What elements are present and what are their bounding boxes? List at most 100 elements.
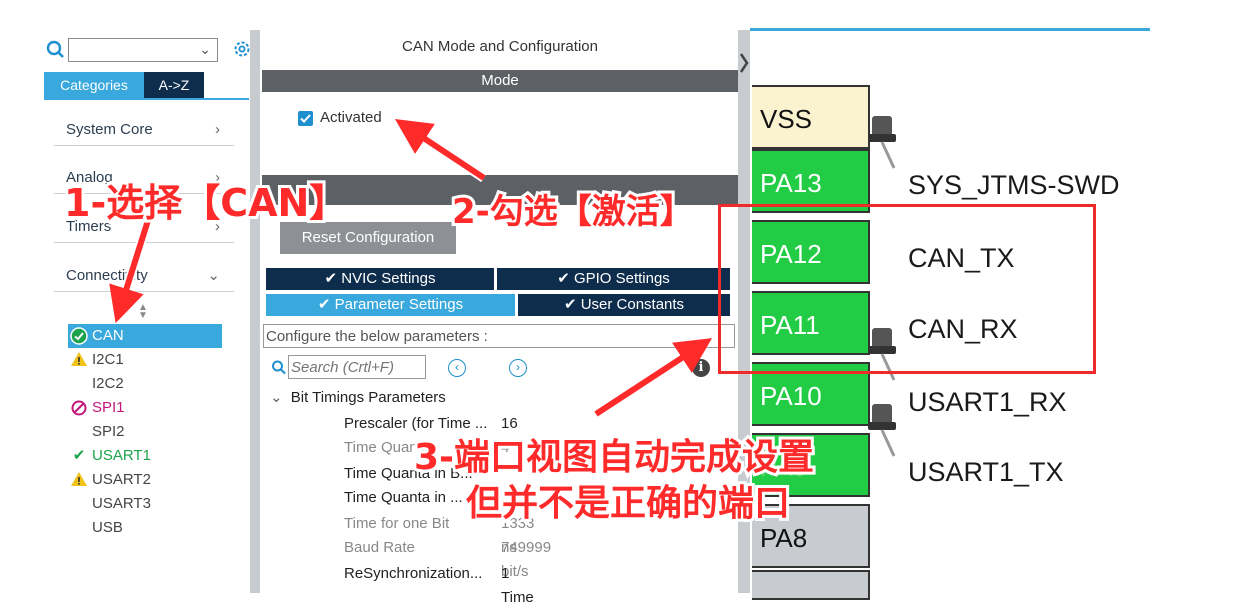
reset-configuration-button[interactable]: Reset Configuration <box>280 222 456 254</box>
list-item-spi2[interactable]: SPI2 <box>68 420 222 444</box>
tab-categories[interactable]: Categories <box>44 72 144 98</box>
signal-label: SYS_JTMS-SWD <box>908 170 1120 200</box>
annotation-step1: 1-选择【CAN】 <box>61 178 350 228</box>
param-value: 4 <box>501 439 510 456</box>
param-name: Baud Rate <box>344 539 415 556</box>
pin-label: PA8 <box>760 523 808 553</box>
param-row[interactable]: ReSynchronization... 1 Time <box>344 562 534 606</box>
section-label: Analog <box>66 169 113 186</box>
pin-next[interactable] <box>752 570 870 600</box>
param-value: 749999 bit/s <box>501 539 552 580</box>
param-value: 1333 ns <box>501 515 535 556</box>
list-item-spi1[interactable]: SPI1 <box>68 396 222 420</box>
tab-label: Parameter Settings <box>334 296 464 313</box>
item-label: USART3 <box>92 495 151 512</box>
list-item-usart2[interactable]: USART2 <box>68 468 222 492</box>
categories-panel <box>40 30 250 593</box>
pin-label: VSS <box>760 104 813 134</box>
chevron-down-icon: ⌄ <box>270 389 283 406</box>
signal-label: CAN_TX <box>908 243 1015 273</box>
check-circle-icon: ✔ <box>324 270 342 287</box>
signal-label: USART1_RX <box>908 387 1067 417</box>
search-icon[interactable] <box>271 359 287 382</box>
list-item-i2c1[interactable]: I2C1 <box>68 348 222 372</box>
item-label: SPI2 <box>92 423 125 440</box>
gear-icon[interactable] <box>232 38 252 60</box>
pin-pa8[interactable]: PA8 <box>752 504 870 568</box>
pin-pa13[interactable]: PA13 <box>752 149 870 213</box>
tab-user-constants[interactable]: ✔ User Constants <box>518 294 730 316</box>
pin-pa9[interactable]: PA9 <box>752 433 870 497</box>
param-row[interactable]: Prescaler (for Time ...16 <box>344 412 518 436</box>
pinout-top-border <box>750 28 1150 31</box>
pin-pa11[interactable]: PA11 <box>752 291 870 355</box>
item-label: SPI1 <box>92 399 125 416</box>
tab-gpio-settings[interactable]: ✔ GPIO Settings <box>497 268 730 290</box>
activated-label: Activated <box>320 109 382 126</box>
config-title: CAN Mode and Configuration <box>402 38 598 55</box>
tab-underline <box>44 98 249 100</box>
tab-a-z[interactable]: A->Z <box>144 72 204 98</box>
panel-splitter[interactable] <box>250 30 260 593</box>
tab-label: User Constants <box>580 296 685 313</box>
item-label: USB <box>92 519 123 536</box>
pin-pa12[interactable]: PA12 <box>752 220 870 284</box>
search-combobox[interactable]: ⌄ <box>68 38 218 62</box>
param-row[interactable]: Baud Rate 749999 bit/s <box>344 536 551 580</box>
param-value: 16 <box>501 415 518 432</box>
list-item-i2c2[interactable]: I2C2 <box>68 372 222 396</box>
collapse-arrow-icon[interactable] <box>739 52 749 74</box>
next-result-icon[interactable]: › <box>509 359 527 377</box>
chevron-down-icon: ⌄ <box>199 41 211 57</box>
chevron-down-icon: ⌄ <box>207 267 220 284</box>
bit-timings-group[interactable]: ⌄ Bit Timings Parameters <box>270 388 446 406</box>
chevron-right-icon: › <box>215 218 220 235</box>
section-label: System Core <box>66 121 153 138</box>
previous-result-icon[interactable]: ‹ <box>448 359 466 377</box>
tab-parameter-settings[interactable]: ✔ Parameter Settings <box>266 294 515 316</box>
panel-splitter[interactable] <box>738 30 750 593</box>
list-item-can[interactable]: CAN <box>68 324 222 348</box>
item-label: I2C1 <box>92 351 124 368</box>
chevron-right-icon: › <box>215 169 220 186</box>
tab-nvic-settings[interactable]: ✔ NVIC Settings <box>266 268 494 290</box>
pin-label: PA11 <box>760 310 820 340</box>
section-system-core[interactable]: System Core › <box>54 114 234 146</box>
list-item-usb[interactable]: USB <box>68 516 222 540</box>
param-name: Time Quanta in ... <box>344 489 463 506</box>
pin-label: PA13 <box>760 168 822 198</box>
configuration-header <box>262 175 738 205</box>
annotation-step3-line2: 但并不是正确的端口 <box>463 480 793 527</box>
pin-label: PA9 <box>760 452 808 482</box>
param-value: 1 Time <box>501 565 534 606</box>
signal-label: CAN_RX <box>908 314 1018 344</box>
warning-icon <box>70 470 88 496</box>
arrow-to-activated <box>394 119 487 183</box>
tab-label: GPIO Settings <box>573 270 670 287</box>
param-row[interactable]: Time Quanta in ... <box>344 486 463 510</box>
signal-label: USART1_TX <box>908 457 1064 487</box>
pushpin-icon <box>862 112 902 177</box>
annotation-step3-line1: 3-端口视图自动完成设置 <box>411 434 817 481</box>
chevron-right-icon: › <box>215 121 220 138</box>
list-item-usart3[interactable]: USART3 <box>68 492 222 516</box>
parameter-search-input[interactable] <box>288 355 426 379</box>
pin-vss[interactable]: VSS <box>752 85 870 149</box>
activated-checkbox[interactable] <box>298 111 313 126</box>
pin-label: PA12 <box>760 239 822 269</box>
param-name: Time Quanta in B... <box>344 465 473 482</box>
list-item-usart1[interactable]: ✔ USART1 <box>68 444 222 468</box>
warning-icon <box>70 350 88 376</box>
item-label: USART2 <box>92 471 151 488</box>
param-name: ReSynchronization... <box>344 565 483 582</box>
search-icon[interactable] <box>46 38 66 62</box>
check-circle-icon: ✔ <box>557 270 574 287</box>
check-circle-icon <box>70 327 88 353</box>
pushpin-icon <box>862 400 902 465</box>
param-row[interactable]: Time Quanta in B... <box>344 462 473 486</box>
section-analog[interactable]: Analog › <box>54 162 234 194</box>
pin-label: PA10 <box>760 381 822 411</box>
forbidden-icon <box>70 399 88 425</box>
